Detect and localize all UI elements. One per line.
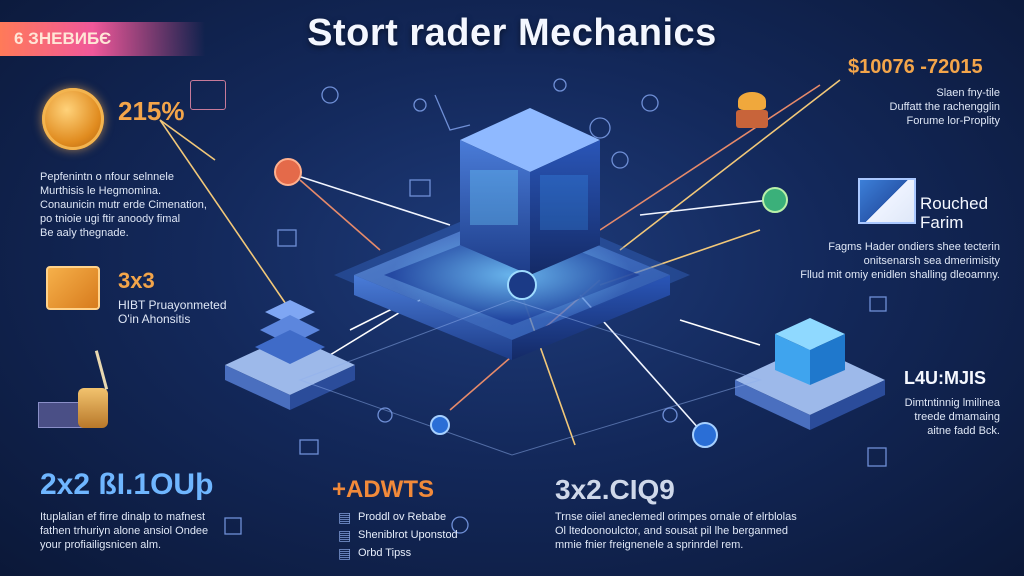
left-bottom-description: Ituplalian ef firre dinalp to mafnest fa… [40,511,209,551]
list-item: ▤ Proddl ov Rebabe [338,509,447,525]
grid-icon [190,80,226,110]
blue-node-small [430,415,450,435]
orange-node [274,158,302,186]
left-description: Pepfenintn o nfour selnnele Murthisis le… [40,171,207,239]
right-mid-description: Fagms Hader ondiers shee tecterin onitse… [800,241,1000,281]
right-top-description: Slaen fny-tile Duffatt the rachengglin F… [889,87,1000,127]
list-item: ▤ Sheniblrot Uponstod [338,527,458,543]
left-platform [225,300,355,410]
price-range: $10076 -72015 [848,56,983,78]
right-bottom-description: Dimtntinnig lmilinea treede dmamaing ait… [904,397,1000,437]
list-item: ▤ Orbd Tipss [338,545,412,561]
coin-icon [42,88,104,150]
decor-icons [224,78,887,535]
central-cube [460,108,600,300]
header-tag: 6 ЗНЕВИБЄ [0,22,205,56]
tile-icon [858,178,916,224]
stack-icon: ▤ [338,509,352,525]
right-label: Rouched Farim [920,194,989,232]
stat-3x3-description: HIBT Pruayonmeted O'in Ahonsitis [118,298,227,326]
center-list: ▤ Proddl ov Rebabe ▤ Sheniblrot Uponstod… [338,510,498,560]
center-plus-label: +ADWTS [332,476,434,503]
stack-icon: ▤ [338,527,352,543]
books-icon [38,350,118,428]
stack-icon: ▤ [338,545,352,561]
plant-pot-icon [732,92,772,136]
green-node [762,187,788,213]
floor-grid [298,299,762,456]
page-title: Stort rader Mechanics [307,12,717,54]
mid-right-description: Trnse oiiel aneclemedl orimpes ornale of… [555,511,797,551]
stat-percent: 215% [118,96,185,126]
chart-panel-icon [46,266,100,310]
blue-node [692,422,718,448]
stat-3x3: 3x3 [118,268,155,293]
left-big-value: 2x2 ßI.1OUþ [40,468,214,501]
right-bottom-label: L4U:MJIS [904,368,987,388]
right-platform [735,318,885,430]
mid-right-big-value: 3x2.CIQ9 [555,474,675,505]
